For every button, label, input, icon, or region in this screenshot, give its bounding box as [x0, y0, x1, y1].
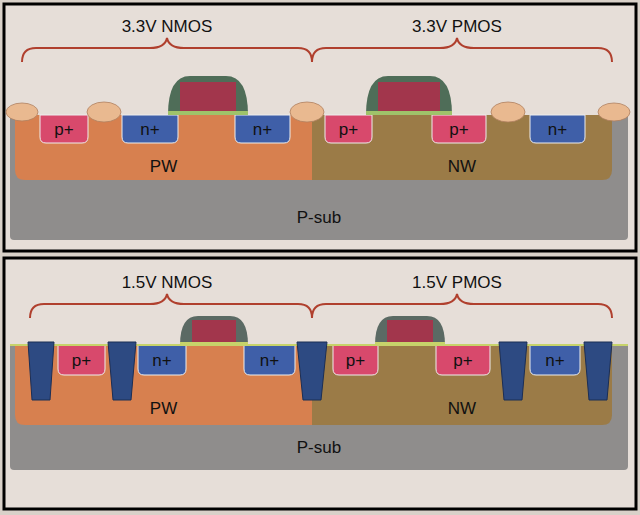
region: n+ — [244, 345, 295, 375]
region: p+ — [432, 115, 486, 143]
p-well — [15, 115, 312, 180]
region: P-sub PW p+ n+ n+ NW p+ p+ n+ — [10, 345, 628, 470]
region: NW p+ p+ n+ — [312, 345, 612, 425]
region-label: NW — [448, 400, 476, 417]
brackets — [22, 38, 612, 62]
substrate — [10, 115, 628, 240]
region-label: p+ — [453, 352, 472, 369]
region-label: n+ — [152, 352, 171, 369]
region-label: p+ — [346, 352, 365, 369]
region-label: P-sub — [297, 439, 341, 456]
locos-oxide — [6, 102, 630, 122]
n-well — [312, 345, 612, 425]
region-label: NW — [448, 158, 476, 175]
gates-1v5 — [180, 316, 445, 345]
panel-frame — [4, 258, 636, 509]
region: p+ — [436, 345, 490, 375]
device-label: 3.3V PMOS — [412, 18, 502, 35]
region-label: n+ — [253, 121, 272, 138]
region: P-sub PW p+ n+ n+ NW p+ p+ n+ — [10, 115, 628, 240]
region-label: p+ — [54, 121, 73, 138]
sti-trench — [28, 342, 612, 400]
n-well — [312, 115, 612, 180]
region: p+ — [333, 345, 378, 375]
region-label: n+ — [545, 352, 564, 369]
region: p+ — [58, 345, 105, 375]
region-label: PW — [150, 400, 177, 417]
region: n+ — [122, 115, 178, 143]
region-label: p+ — [72, 352, 91, 369]
region: n+ — [530, 115, 585, 143]
region: p+ — [325, 115, 372, 143]
region-label: PW — [150, 158, 177, 175]
region-label: p+ — [339, 121, 358, 138]
gates-3v3 — [168, 76, 452, 115]
p-well — [15, 345, 312, 425]
region-label: n+ — [260, 352, 279, 369]
region-label: p+ — [449, 121, 468, 138]
region: PW p+ n+ n+ — [15, 115, 312, 180]
panel-frame — [4, 4, 636, 251]
region: p+ — [40, 115, 88, 143]
region: n+ — [138, 345, 186, 375]
region: PW p+ n+ n+ — [15, 345, 312, 425]
region-label: n+ — [548, 121, 567, 138]
device-label: 1.5V PMOS — [412, 274, 502, 291]
device-label: 3.3V NMOS — [122, 18, 213, 35]
region: n+ — [235, 115, 290, 143]
brackets — [30, 294, 612, 318]
region: n+ — [530, 345, 580, 375]
region: NW p+ p+ n+ — [312, 115, 612, 180]
device-label: 1.5V NMOS — [122, 274, 213, 291]
region-label: P-sub — [297, 209, 341, 226]
region-label: n+ — [140, 121, 159, 138]
